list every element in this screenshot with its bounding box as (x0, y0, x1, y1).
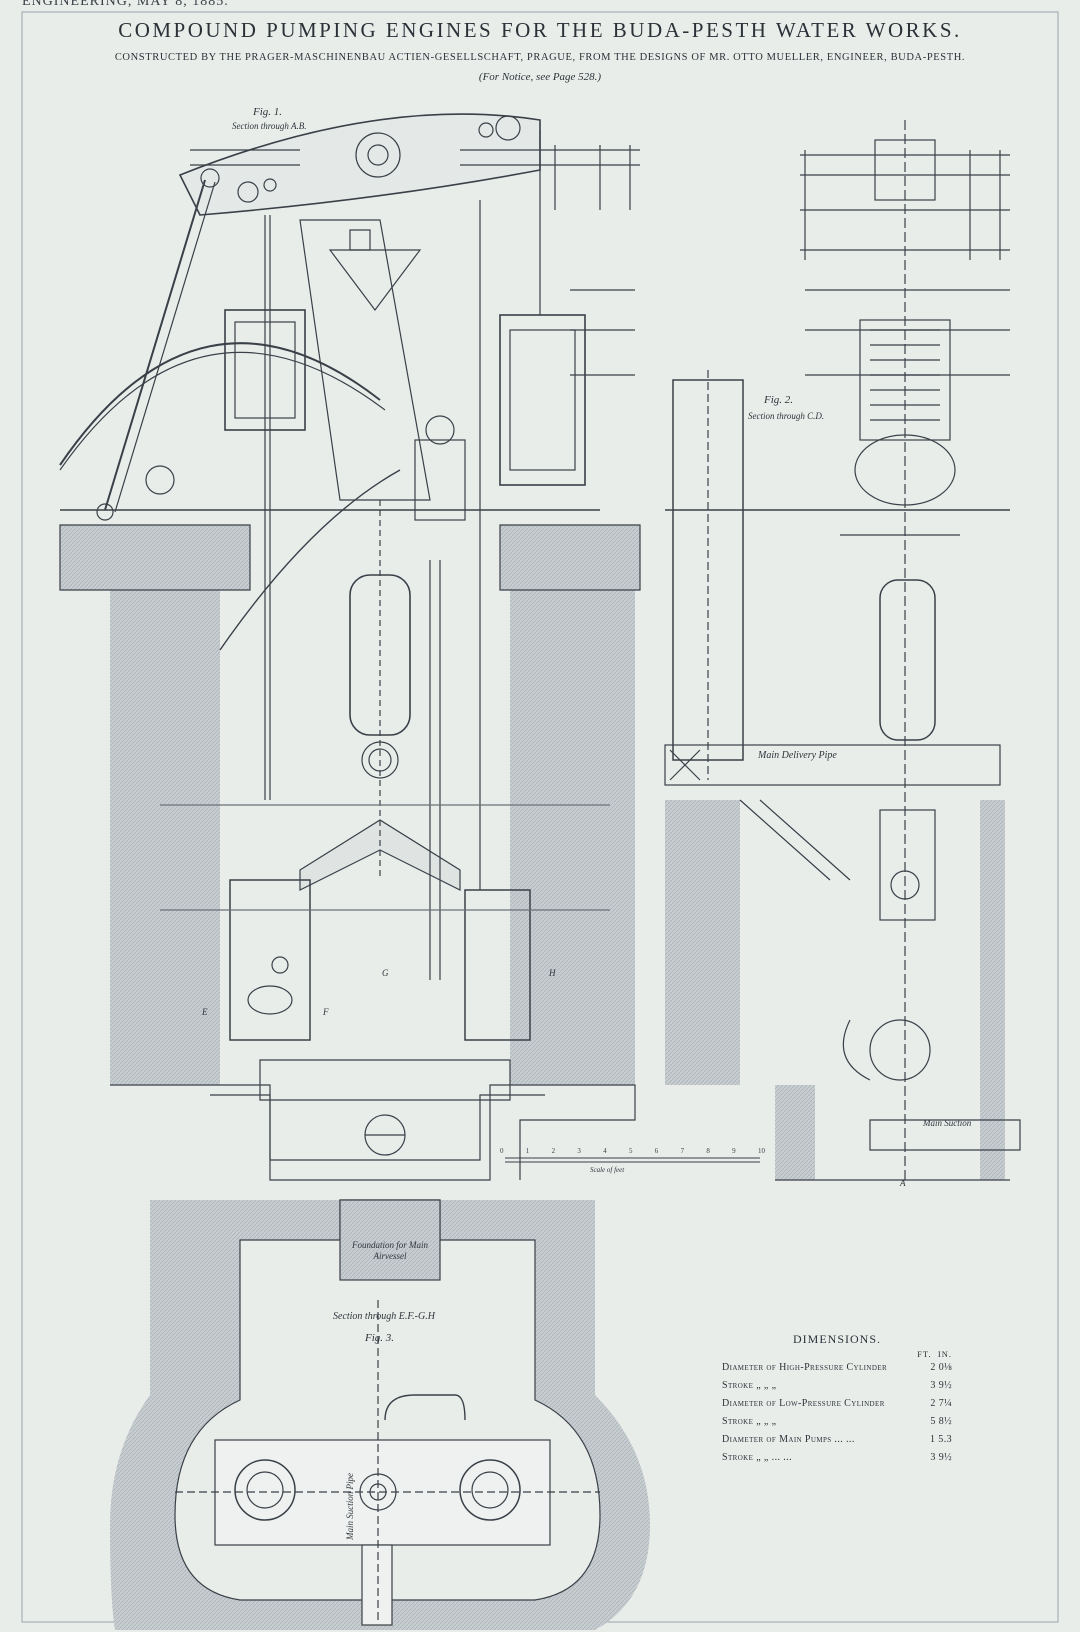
scale-tick: 7 (680, 1147, 685, 1155)
scale-tick: 0 (500, 1147, 504, 1155)
scale-label: Scale of feet (590, 1166, 625, 1174)
fig1-floor-left (59, 524, 251, 591)
section-letter-a: A (900, 1178, 906, 1188)
scale-tick: 5 (628, 1147, 633, 1155)
fig3-airvessel-foundation (339, 1199, 441, 1281)
dimension-row: Diameter of Low-Pressure Cylinder 2 7¼ (722, 1395, 952, 1413)
dimension-ft: 2 (930, 1362, 936, 1373)
col-ft: FT. (917, 1349, 932, 1359)
dimension-in: 9½ (938, 1452, 952, 1463)
fig2-label: Fig. 2. (764, 394, 794, 406)
dimension-row: Diameter of High-Pressure Cylinder 2 0⅛ (722, 1359, 952, 1377)
fig3-caption: Section through E.F.-G.H (333, 1311, 435, 1322)
dimension-value: 1 5.3 (912, 1431, 952, 1449)
dimension-ft: 3 (930, 1452, 936, 1463)
dimension-row: Stroke „ „ „ 5 8½ (722, 1413, 952, 1431)
page-subtitle: CONSTRUCTED BY THE PRAGER-MASCHINENBAU A… (114, 52, 966, 63)
dimensions-column-headers: FT. IN. (722, 1349, 952, 1359)
fig1-drawing (59, 113, 641, 1181)
dimension-value: 3 9½ (912, 1377, 952, 1395)
fig1-pump-left (229, 879, 311, 1041)
page-notice: (For Notice, see Page 528.) (478, 71, 602, 83)
dimension-value: 3 9½ (912, 1449, 952, 1467)
dimension-label: Stroke „ „ „ (722, 1380, 777, 1391)
col-in: IN. (937, 1349, 952, 1359)
dimension-row: Stroke „ „ „ 3 9½ (722, 1377, 952, 1395)
scale-bar (505, 1157, 760, 1163)
dimension-in: 7¼ (938, 1398, 952, 1409)
fig2-delivery-pipe (664, 744, 1001, 786)
section-letter-e: E (202, 1007, 208, 1017)
fig1-label: Fig. 1. (253, 106, 283, 118)
main-delivery-pipe-label: Main Delivery Pipe (758, 750, 837, 761)
fig1-pump-right (464, 889, 531, 1041)
dimension-in: 5.3 (938, 1434, 952, 1445)
section-letter-f: F (323, 1007, 329, 1017)
section-letter-g: G (382, 968, 389, 978)
page-title: COMPOUND PUMPING ENGINES FOR THE BUDA-PE… (118, 18, 962, 42)
fig1-floor-right (499, 524, 641, 591)
dimension-in: 0⅛ (938, 1362, 952, 1373)
main-suction-pipe-label: Main Suction Pipe (345, 1473, 355, 1540)
dimensions-table: DIMENSIONS. FT. IN. Diameter of High-Pre… (722, 1332, 952, 1467)
scale-tick: 3 (577, 1147, 581, 1155)
fig2-suction-pipe (869, 1119, 1021, 1151)
dimension-ft: 5 (930, 1416, 936, 1427)
foundation-label: Foundation for Main Airvessel (352, 1240, 428, 1261)
main-suction-label: Main Suction (923, 1118, 972, 1128)
dimension-value: 5 8½ (912, 1413, 952, 1431)
dimension-in: 8½ (938, 1416, 952, 1427)
fig3-label: Fig. 3. (365, 1332, 395, 1344)
scale-tick: 6 (654, 1147, 659, 1155)
scale-tick: 4 (603, 1147, 607, 1155)
fig2-caption: Section through C.D. (748, 411, 825, 421)
dimensions-heading: DIMENSIONS. (792, 1332, 881, 1346)
scale-tick: 1 (525, 1147, 530, 1155)
dimension-label: Diameter of Low-Pressure Cylinder (722, 1398, 885, 1409)
section-letter-h: H (549, 968, 556, 978)
fig3-drawing (110, 1199, 650, 1630)
dimension-row: Diameter of Main Pumps ... ... 1 5.3 (722, 1431, 952, 1449)
dimension-value: 2 0⅛ (912, 1359, 952, 1377)
fig3-suction-pipe (361, 1544, 393, 1626)
fig3-pump-left (234, 1459, 296, 1521)
scale-tick: 2 (551, 1147, 556, 1155)
fig1-caption: Section through A.B. (232, 121, 307, 131)
dimension-label: Diameter of Main Pumps ... ... (722, 1434, 855, 1445)
scale-tick: 10 (757, 1147, 765, 1155)
scale-tick: 9 (732, 1147, 736, 1155)
dimension-value: 2 7¼ (912, 1395, 952, 1413)
fig2-drawing (664, 120, 1021, 1181)
fig1-lp-cylinder (499, 314, 586, 486)
dimension-label: Stroke „ „ „ (722, 1416, 777, 1427)
dimension-label: Diameter of High-Pressure Cylinder (722, 1362, 888, 1373)
running-head: ENGINEERING, MAY 8, 1885. (22, 0, 229, 9)
dimension-in: 9½ (938, 1380, 952, 1391)
dimension-ft: 1 (929, 1434, 936, 1445)
scale-ticks: 0 1 2 3 4 5 6 7 8 9 10 (500, 1147, 765, 1155)
dimension-ft: 2 (930, 1398, 936, 1409)
scale-tick: 8 (706, 1147, 710, 1155)
fig3-pump-right (459, 1459, 521, 1521)
dimension-ft: 3 (930, 1380, 936, 1391)
dimension-label: Stroke „ „ ... ... (722, 1452, 792, 1463)
dimension-row: Stroke „ „ ... ... 3 9½ (722, 1449, 952, 1467)
